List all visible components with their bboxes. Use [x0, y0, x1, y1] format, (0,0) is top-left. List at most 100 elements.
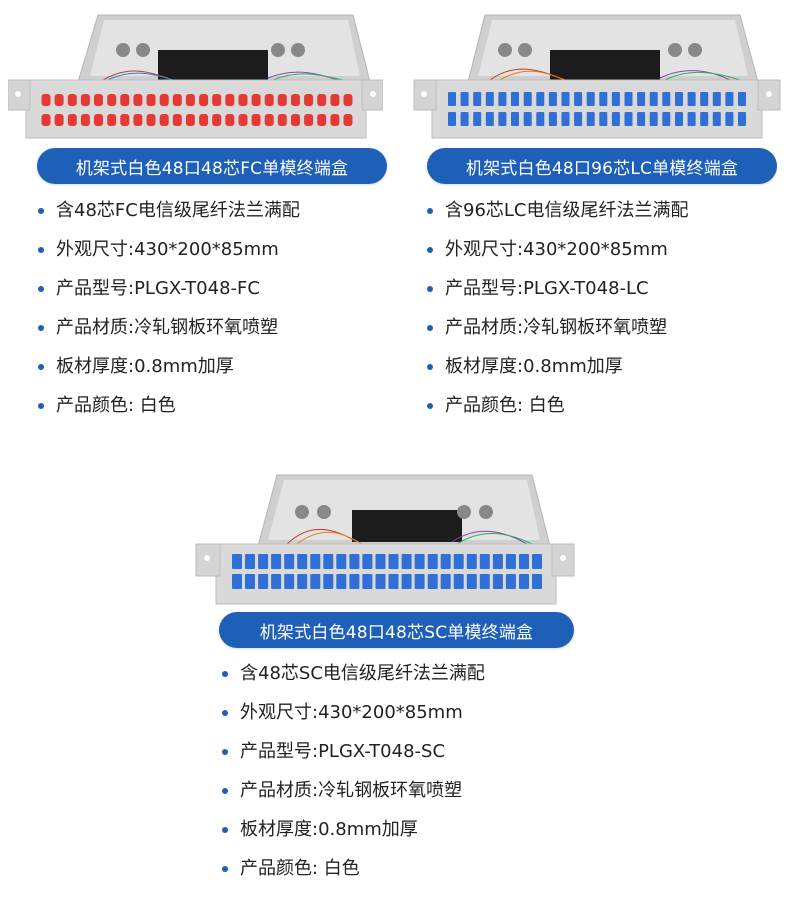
port-connector-icon [561, 92, 570, 106]
port-connector-icon [258, 574, 269, 589]
port-connector-icon [245, 554, 255, 569]
spec-item: 板材厚度:0.8mm加厚 [38, 352, 300, 391]
port-connector-icon [80, 114, 90, 126]
port-connector-icon [159, 94, 169, 106]
spec-item: 产品型号:PLGX-T048-FC [38, 274, 300, 313]
port-connector-icon [185, 94, 195, 106]
port-connector-icon [323, 554, 334, 569]
port-connector-icon [511, 92, 519, 106]
port-connector-icon [120, 94, 130, 106]
port-connector-icon [291, 94, 300, 106]
port-connector-icon [466, 554, 477, 569]
port-connector-icon [599, 112, 608, 126]
bullet-icon [38, 364, 44, 370]
port-connector-icon [41, 94, 51, 106]
fc-terminal-box-image [8, 14, 383, 139]
port-connector-icon [586, 112, 595, 126]
port-connector-icon [662, 92, 671, 106]
spec-item: 产品型号:PLGX-T048-SC [222, 737, 485, 776]
port-connector-icon [297, 554, 308, 569]
port-connector-icon [388, 574, 399, 589]
port-connector-icon [725, 112, 734, 126]
port-connector-icon [536, 112, 545, 126]
port-connector-icon [336, 574, 347, 589]
spec-item: 产品颜色: 白色 [427, 391, 689, 430]
port-connector-icon [466, 574, 477, 589]
spec-item: 板材厚度:0.8mm加厚 [427, 352, 689, 391]
bullet-icon [38, 403, 44, 409]
port-connector-icon [54, 114, 64, 126]
port-connector-icon [492, 554, 503, 569]
port-connector-icon [343, 94, 353, 106]
port-connector-icon [375, 554, 386, 569]
port-connector-icon [712, 92, 721, 106]
port-connector-icon [485, 92, 494, 106]
port-connector-icon [548, 92, 557, 106]
bullet-icon [222, 671, 228, 677]
port-connector-icon [172, 94, 182, 106]
port-connector-icon [310, 574, 321, 589]
port-connector-icon [264, 114, 274, 126]
port-connector-icon [519, 574, 529, 589]
port-connector-icon [448, 112, 456, 126]
spec-item: 产品颜色: 白色 [38, 391, 300, 430]
bullet-icon [222, 827, 228, 833]
port-connector-icon [523, 92, 532, 106]
port-connector-icon [498, 92, 507, 106]
port-connector-icon [310, 554, 321, 569]
spec-item: 产品型号:PLGX-T048-LC [427, 274, 689, 313]
port-connector-icon [485, 112, 494, 126]
port-connector-icon [687, 112, 696, 126]
port-connector-icon [264, 94, 274, 106]
bullet-icon [427, 247, 433, 253]
bullet-icon [38, 208, 44, 214]
lc-port-row [448, 92, 746, 126]
port-connector-icon [80, 94, 90, 106]
bullet-icon [427, 364, 433, 370]
port-connector-icon [649, 92, 658, 106]
port-connector-icon [675, 112, 683, 126]
port-connector-icon [586, 92, 595, 106]
port-connector-icon [199, 114, 209, 126]
port-connector-icon [427, 574, 438, 589]
port-connector-icon [738, 92, 746, 106]
port-connector-icon [519, 554, 529, 569]
port-connector-icon [700, 112, 709, 126]
port-connector-icon [675, 92, 683, 106]
port-connector-icon [336, 554, 347, 569]
port-connector-icon [725, 92, 734, 106]
port-connector-icon [212, 114, 222, 126]
port-connector-icon [401, 554, 412, 569]
port-connector-icon [479, 574, 490, 589]
port-connector-icon [232, 554, 242, 569]
fc-product-title: 机架式白色48口48芯FC单模终端盒 [37, 148, 387, 184]
port-connector-icon [67, 94, 77, 106]
bullet-icon [222, 749, 228, 755]
port-connector-icon [375, 574, 386, 589]
port-connector-icon [107, 94, 117, 106]
bullet-icon [222, 788, 228, 794]
port-connector-icon [473, 92, 482, 106]
port-connector-icon [146, 114, 156, 126]
port-connector-icon [561, 112, 570, 126]
bullet-icon [427, 208, 433, 214]
port-connector-icon [258, 554, 269, 569]
sc-spec-list: 含48芯SC电信级尾纤法兰满配 外观尺寸:430*200*85mm 产品型号:P… [222, 659, 485, 893]
port-connector-icon [611, 112, 620, 126]
port-connector-icon [146, 94, 156, 106]
port-connector-icon [94, 94, 103, 106]
port-connector-icon [505, 554, 516, 569]
port-connector-icon [574, 112, 583, 126]
port-connector-icon [107, 114, 117, 126]
port-connector-icon [349, 554, 360, 569]
bullet-icon [427, 403, 433, 409]
port-connector-icon [54, 94, 64, 106]
port-connector-icon [133, 94, 143, 106]
port-connector-icon [492, 574, 503, 589]
port-connector-icon [637, 92, 646, 106]
bullet-icon [38, 286, 44, 292]
lc-spec-list: 含96芯LC电信级尾纤法兰满配 外观尺寸:430*200*85mm 产品型号:P… [427, 196, 689, 430]
port-connector-icon [498, 112, 507, 126]
lc-product-title: 机架式白色48口96芯LC单模终端盒 [427, 148, 777, 184]
bullet-icon [222, 866, 228, 872]
